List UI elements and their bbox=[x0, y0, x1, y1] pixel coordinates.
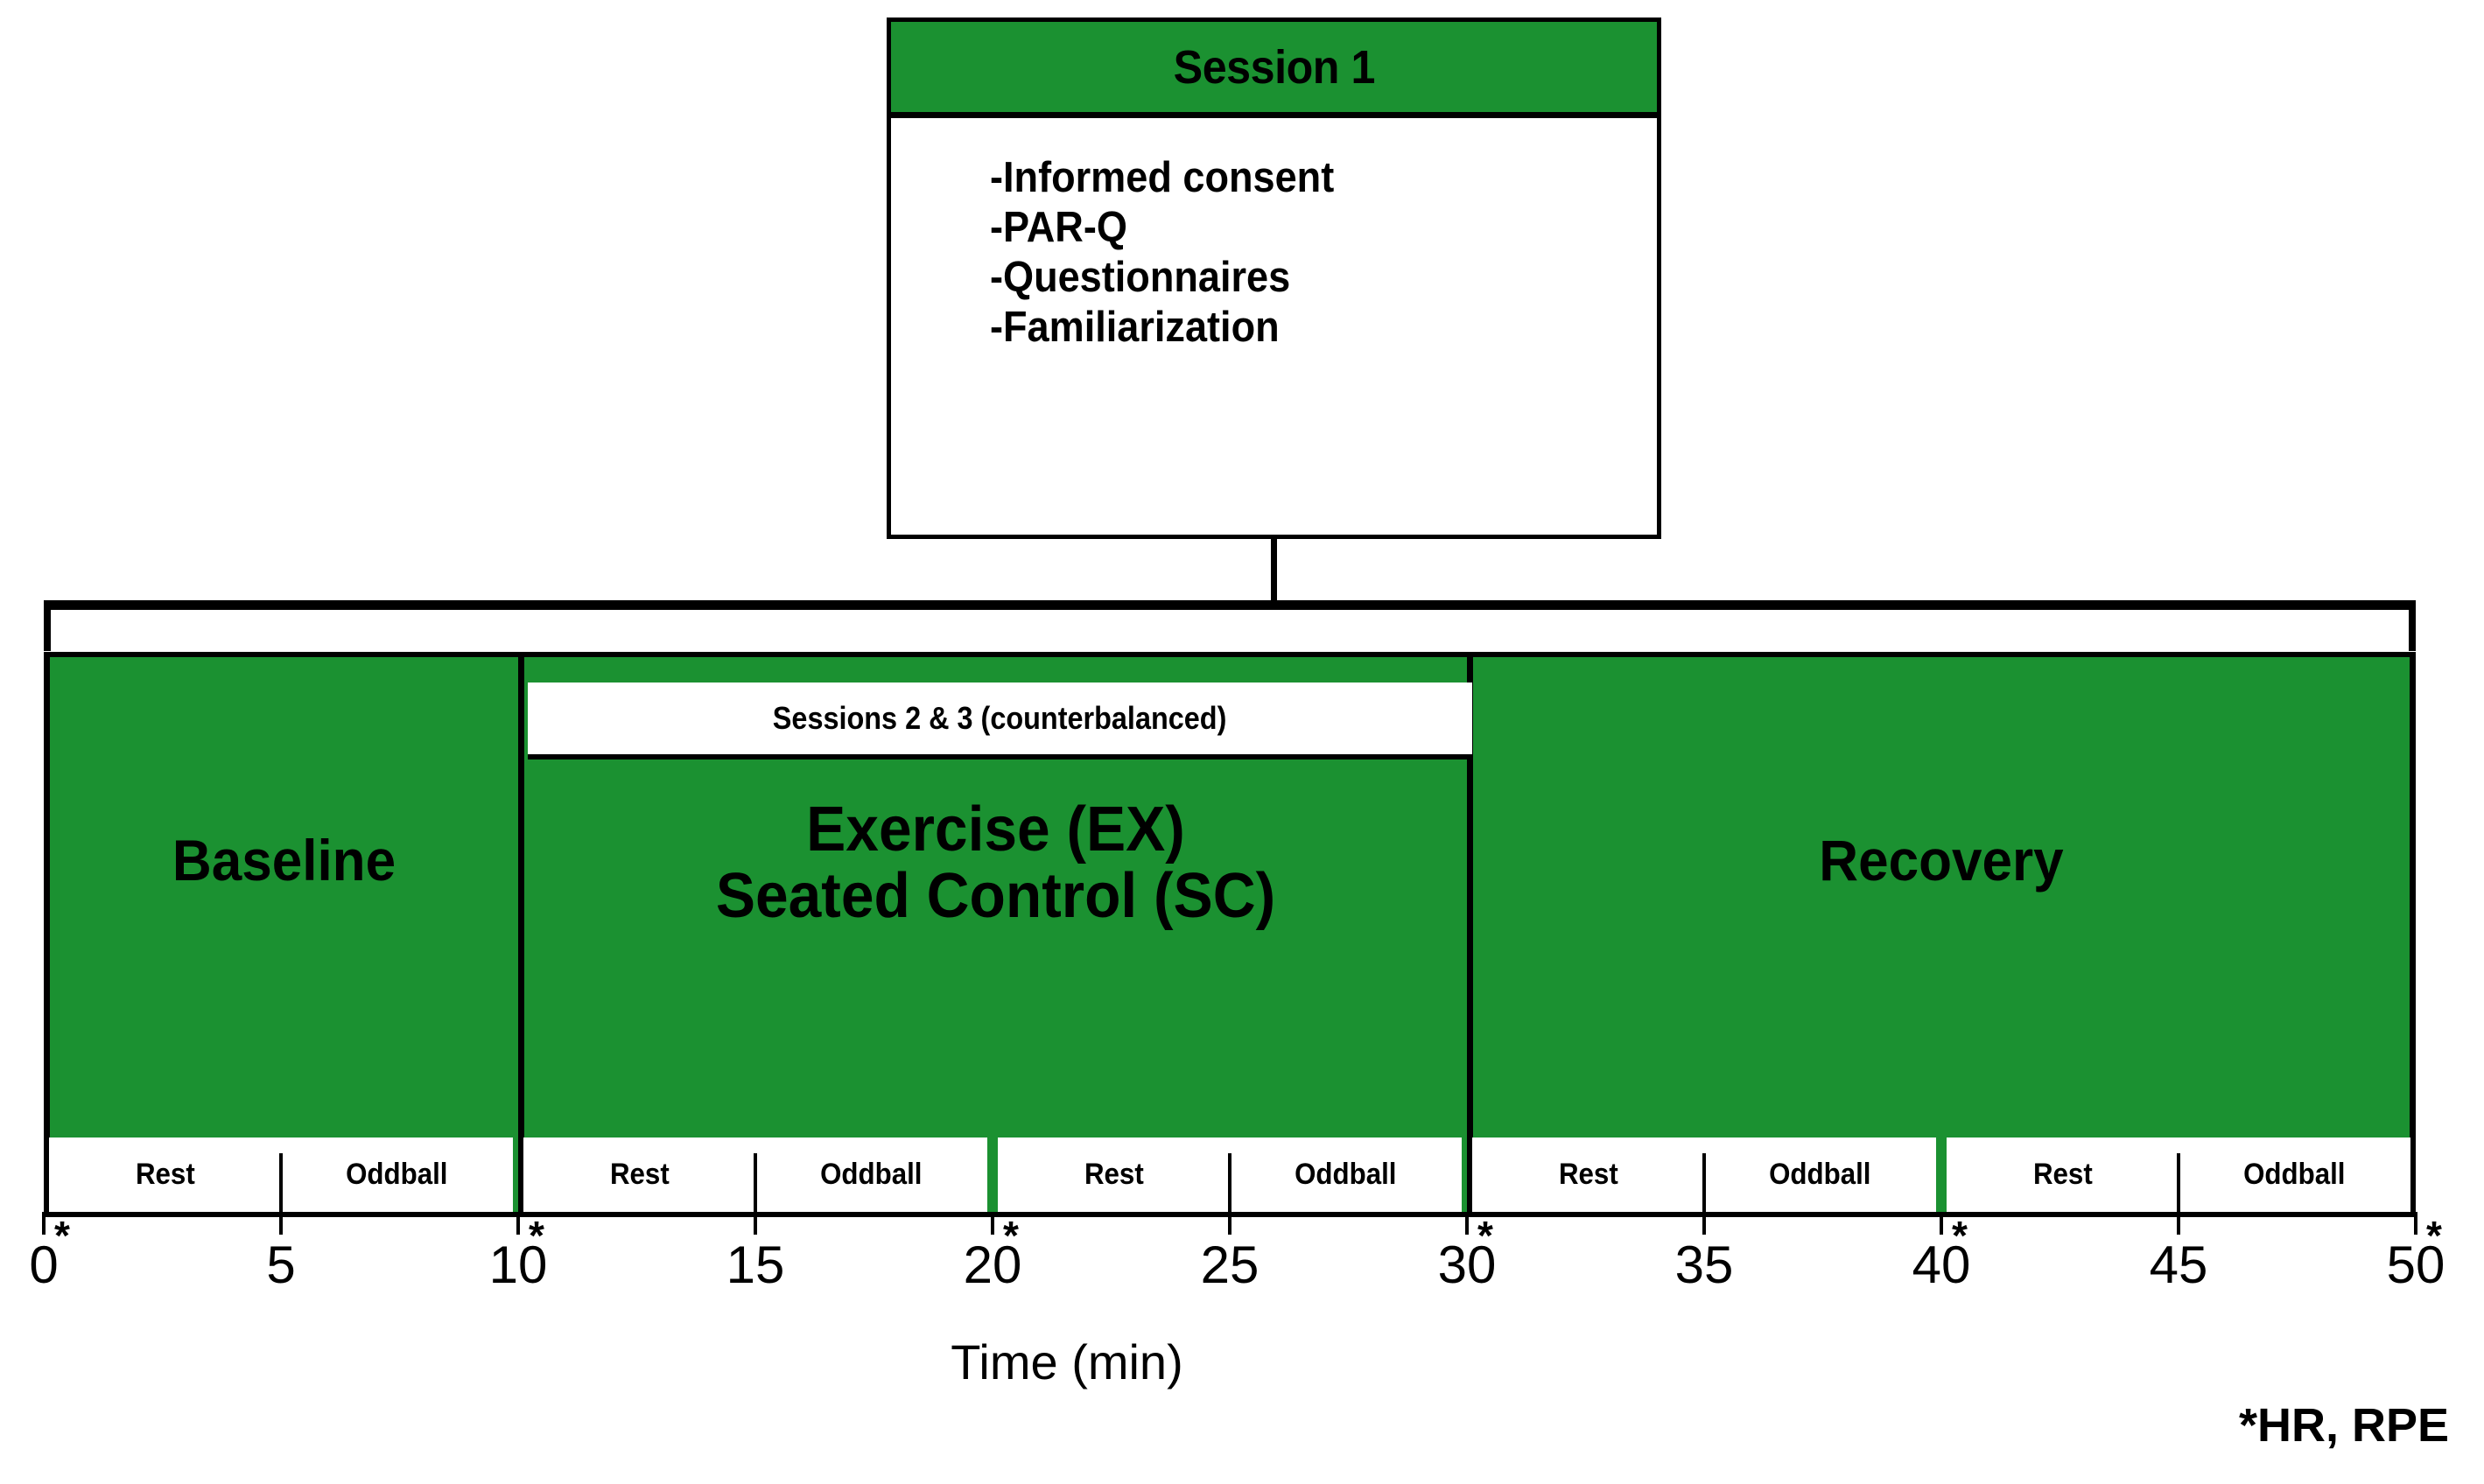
axis-tick-label: 5 bbox=[266, 1236, 296, 1294]
oddball-label: Oddball bbox=[820, 1158, 923, 1191]
rest-label: Rest bbox=[1084, 1158, 1144, 1191]
rest-oddball-divider bbox=[2177, 1153, 2180, 1232]
oddball-segment: Oddball bbox=[2179, 1138, 2410, 1212]
phase-exercise-label: Exercise (EX) Seated Control (SC) bbox=[715, 794, 1276, 931]
oddball-segment: Oddball bbox=[281, 1138, 513, 1212]
oddball-label: Oddball bbox=[2243, 1158, 2346, 1191]
rest-segment: Rest bbox=[523, 1138, 755, 1212]
measurement-star-marker: * bbox=[529, 1213, 544, 1258]
rest-oddball-divider bbox=[279, 1153, 283, 1232]
timeline-bracket bbox=[44, 600, 2416, 653]
rest-segment: Rest bbox=[1472, 1138, 1704, 1212]
footnote-hr-rpe: *HR, RPE bbox=[2238, 1399, 2449, 1452]
timeline: Baseline Exercise (EX) Seated Control (S… bbox=[44, 652, 2416, 1232]
axis-tick-label: 15 bbox=[726, 1236, 785, 1294]
rest-oddball-block: Rest Oddball bbox=[1947, 1138, 2410, 1232]
oddball-segment: Oddball bbox=[755, 1138, 987, 1212]
oddball-label: Oddball bbox=[1295, 1158, 1397, 1191]
axis-tick bbox=[279, 1212, 283, 1235]
rest-label: Rest bbox=[609, 1158, 670, 1191]
session1-header: Session 1 bbox=[891, 22, 1657, 118]
phase-recovery: Recovery bbox=[1467, 652, 2416, 1212]
axis-tick-label: 30 bbox=[1437, 1236, 1497, 1294]
measurement-star-marker: * bbox=[1003, 1213, 1019, 1258]
axis-tick bbox=[1940, 1212, 1943, 1235]
axis-tick bbox=[1228, 1212, 1231, 1235]
bracket-horizontal-bar bbox=[44, 600, 2416, 610]
axis-tick-label: 0 bbox=[29, 1236, 59, 1294]
bracket-right-leg bbox=[2409, 600, 2416, 651]
oddball-label: Oddball bbox=[1769, 1158, 1871, 1191]
oddball-segment: Oddball bbox=[1230, 1138, 1462, 1212]
axis-tick-label: 50 bbox=[2386, 1236, 2445, 1294]
measurement-star-marker: * bbox=[54, 1213, 70, 1258]
axis-tick bbox=[754, 1212, 757, 1235]
axis-tick-label: 45 bbox=[2149, 1236, 2208, 1294]
axis-tick-label: 25 bbox=[1200, 1236, 1260, 1294]
axis-tick bbox=[516, 1212, 520, 1235]
session1-body: -Informed consent -PAR-Q -Questionnaires… bbox=[891, 124, 1657, 537]
oddball-label: Oddball bbox=[346, 1158, 448, 1191]
axis-tick-label: 20 bbox=[963, 1236, 1022, 1294]
axis-tick bbox=[991, 1212, 994, 1235]
session1-item-familiarization: -Familiarization bbox=[990, 304, 1280, 351]
rest-label: Rest bbox=[2032, 1158, 2093, 1191]
session1-title: Session 1 bbox=[1173, 40, 1375, 94]
rest-oddball-block: Rest Oddball bbox=[49, 1138, 513, 1232]
rest-segment: Rest bbox=[49, 1138, 281, 1212]
session1-item-par-q: -PAR-Q bbox=[990, 204, 1127, 251]
rest-label: Rest bbox=[1558, 1158, 1618, 1191]
sessions23-box: Sessions 2 & 3 (counterbalanced) bbox=[528, 682, 1472, 760]
axis-tick bbox=[1702, 1212, 1706, 1235]
axis-tick bbox=[42, 1212, 46, 1235]
bracket-left-leg bbox=[44, 600, 51, 651]
rest-oddball-divider bbox=[1702, 1153, 1706, 1232]
axis-title-text: Time (min) bbox=[951, 1334, 1183, 1390]
axis-title: Time (min) bbox=[0, 1334, 2484, 1390]
rest-oddball-block: Rest Oddball bbox=[1472, 1138, 1936, 1232]
axis-tick bbox=[2414, 1212, 2417, 1235]
session1-item-questionnaires: -Questionnaires bbox=[990, 254, 1291, 301]
oddball-segment: Oddball bbox=[1704, 1138, 1936, 1212]
axis-tick-label: 40 bbox=[1912, 1236, 1971, 1294]
axis-tick bbox=[2177, 1212, 2180, 1235]
rest-oddball-divider bbox=[754, 1153, 757, 1232]
session1-connector-line bbox=[1271, 536, 1277, 607]
phase-recovery-label: Recovery bbox=[1819, 828, 2064, 892]
rest-label: Rest bbox=[135, 1158, 195, 1191]
sessions23-label: Sessions 2 & 3 (counterbalanced) bbox=[773, 700, 1227, 736]
rest-oddball-block: Rest Oddball bbox=[998, 1138, 1462, 1232]
rest-oddball-block: Rest Oddball bbox=[523, 1138, 987, 1232]
measurement-star-marker: * bbox=[1952, 1213, 1968, 1258]
measurement-star-marker: * bbox=[1477, 1213, 1493, 1258]
session1-item-informed-consent: -Informed consent bbox=[990, 154, 1335, 201]
phase-baseline: Baseline bbox=[44, 652, 518, 1212]
session1-box: Session 1 -Informed consent -PAR-Q -Ques… bbox=[887, 18, 1661, 539]
rest-segment: Rest bbox=[1947, 1138, 2179, 1212]
rest-segment: Rest bbox=[998, 1138, 1230, 1212]
rest-oddball-divider bbox=[1228, 1153, 1231, 1232]
axis-tick-label: 35 bbox=[1674, 1236, 1734, 1294]
measurement-star-marker: * bbox=[2426, 1213, 2442, 1258]
axis-tick bbox=[1465, 1212, 1469, 1235]
rest-oddball-strip: Rest Oddball Rest Oddball Rest Oddball Rest Odd… bbox=[44, 1138, 2416, 1232]
phase-baseline-label: Baseline bbox=[172, 828, 396, 892]
axis-tick-label: 10 bbox=[488, 1236, 548, 1294]
